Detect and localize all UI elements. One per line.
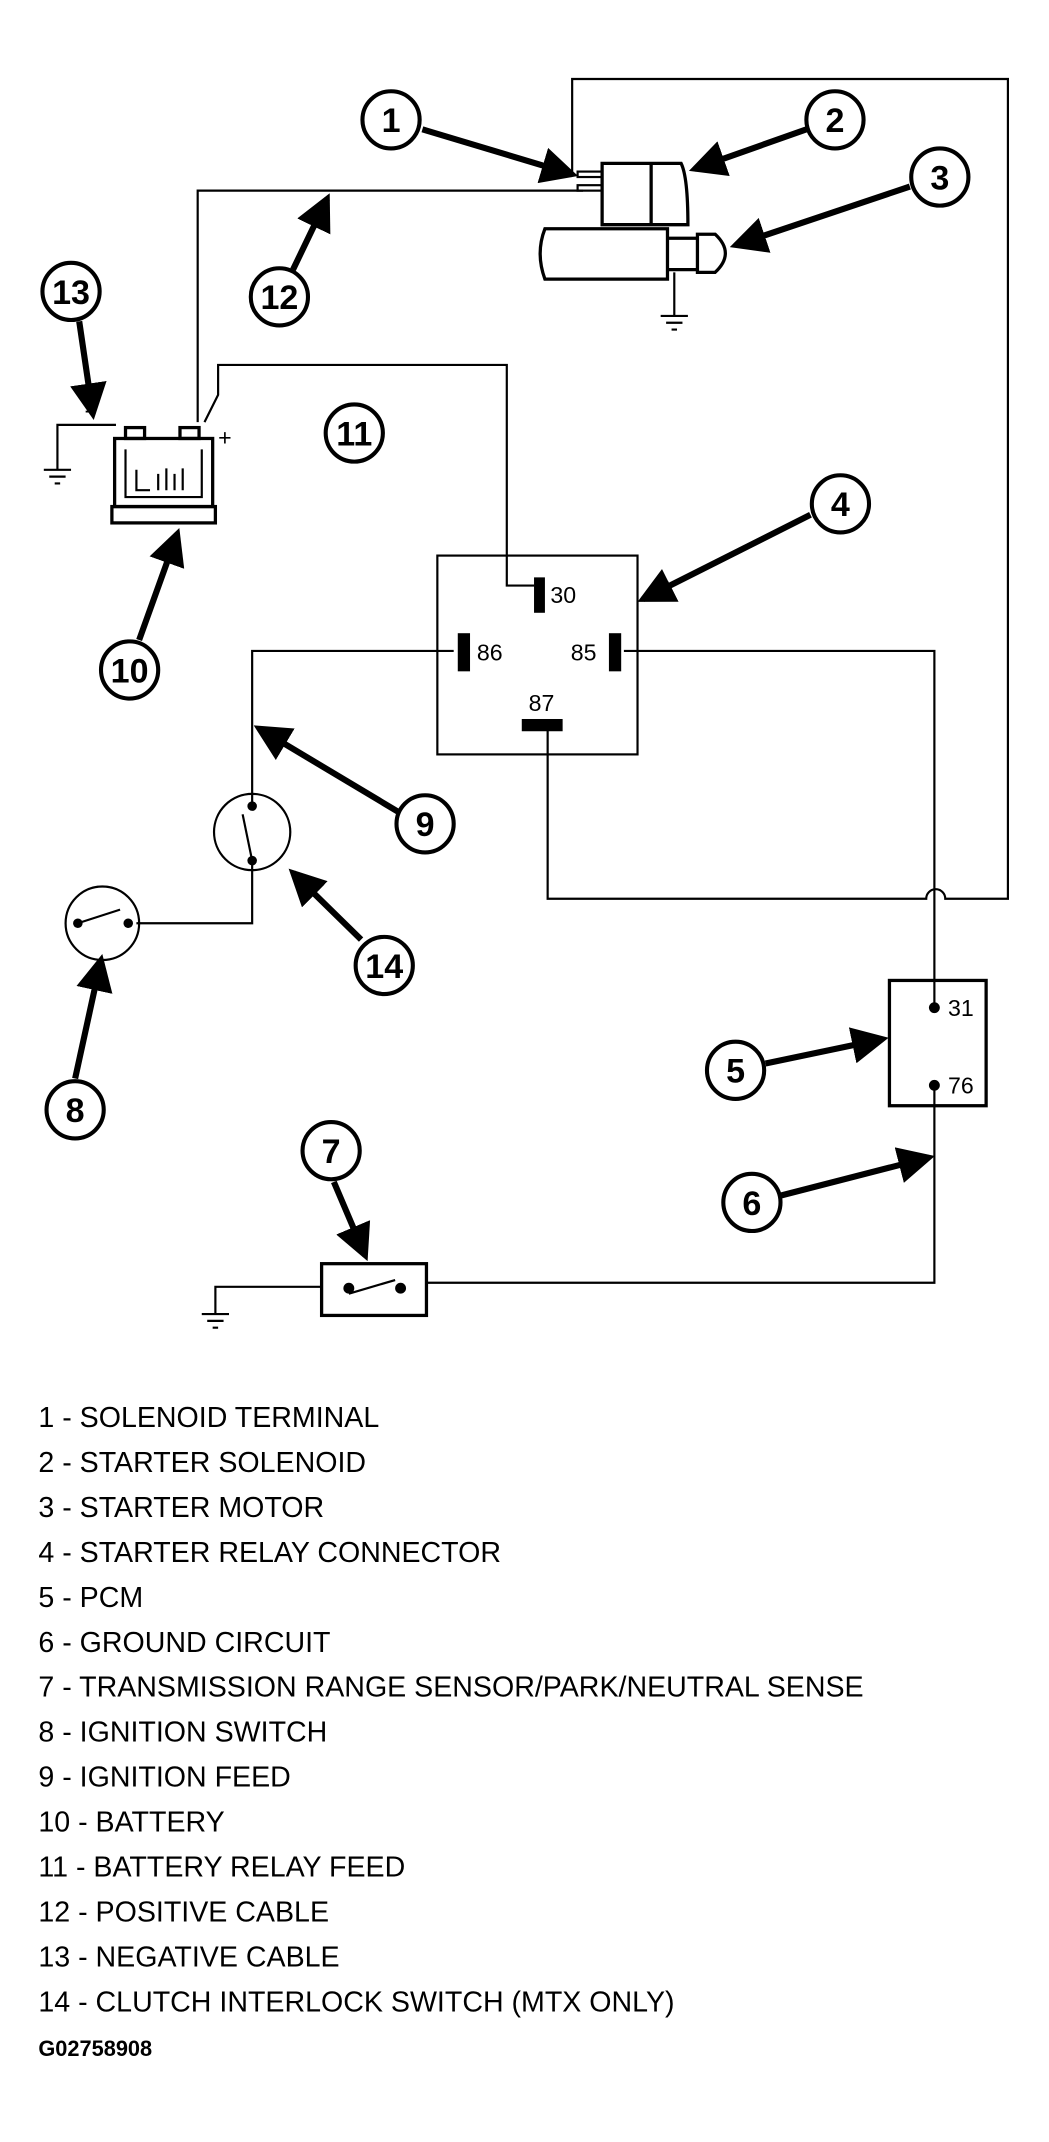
- ground-icon: [43, 468, 72, 485]
- callout-arrow-10: [136, 528, 185, 642]
- legend-item: 11 - BATTERY RELAY FEED: [38, 1851, 405, 1883]
- legend-item: 13 - NEGATIVE CABLE: [38, 1941, 339, 1973]
- callout-circle-11: [323, 402, 385, 464]
- legend-item: 3 - STARTER MOTOR: [38, 1492, 324, 1524]
- callout-circle-7: [300, 1120, 362, 1182]
- starter-assembly: [538, 161, 727, 281]
- callout-number: 10: [111, 652, 149, 690]
- battery-positive-label: +: [218, 424, 232, 450]
- legend-item: 2 - STARTER SOLENOID: [38, 1447, 366, 1479]
- callout-number: 7: [322, 1133, 341, 1171]
- callout-arrow-2: [688, 126, 808, 176]
- wires: [56, 77, 1010, 1315]
- ignition-switch: [64, 885, 141, 962]
- callout-number: 3: [930, 159, 949, 197]
- pcm-pin-76-label: 76: [948, 1072, 974, 1098]
- ignition-feed-wire: [251, 649, 454, 804]
- transmission-range-sensor: [319, 1262, 429, 1318]
- negative-cable: [56, 423, 116, 470]
- clutch-interlock-switch: [212, 792, 292, 872]
- relay-87-to-solenoid-wire: [546, 77, 1010, 900]
- callout-arrow-12: [290, 193, 331, 271]
- callout-number: 13: [52, 274, 90, 312]
- callout-number: 4: [831, 486, 850, 524]
- starter-solenoid: [600, 161, 690, 227]
- callout-number: 2: [826, 102, 845, 140]
- legend-item: 9 - IGNITION FEED: [38, 1762, 290, 1794]
- callout-circle-14: [353, 934, 415, 997]
- ground-icon: [660, 314, 688, 331]
- legend-item: 7 - TRANSMISSION RANGE SENSOR/PARK/NEUTR…: [38, 1672, 863, 1704]
- callout-number: 12: [260, 279, 298, 317]
- ground-icon: [201, 1312, 230, 1329]
- pcm: 31 76: [887, 978, 988, 1108]
- relay-pin-87-label: 87: [529, 690, 555, 716]
- callout-circle-12: [248, 266, 311, 328]
- legend-item: 14 - CLUTCH INTERLOCK SWITCH (MTX ONLY): [38, 1986, 674, 2018]
- callout-arrow-9: [253, 725, 400, 815]
- callout-arrow-1: [421, 126, 579, 184]
- clutch-to-ignition-wire: [136, 860, 254, 925]
- callout-number: 14: [365, 948, 403, 986]
- callout-number: 6: [742, 1185, 761, 1223]
- trs-ground-wire: [214, 1285, 322, 1315]
- legend: 1 - SOLENOID TERMINAL 2 - STARTER SOLENOI…: [38, 1402, 863, 2018]
- relay-pin-85: [608, 633, 622, 672]
- callout-circle-4: [809, 473, 872, 535]
- callout-arrow-8: [72, 954, 113, 1080]
- callout-circle-13: [40, 260, 102, 323]
- callout-arrow-13: [70, 320, 107, 421]
- relay-pin-86: [457, 633, 471, 672]
- callout-circle-5: [704, 1039, 767, 1101]
- battery: - +: [85, 397, 232, 525]
- relay-pin-30-label: 30: [550, 582, 576, 608]
- callout-number: 8: [66, 1092, 85, 1130]
- legend-item: 10 - BATTERY: [38, 1807, 224, 1839]
- callout-circle-6: [721, 1171, 783, 1234]
- solenoid-terminal: [576, 170, 604, 179]
- positive-cable: [196, 189, 584, 423]
- callout-circle-2: [804, 89, 866, 151]
- relay-pin-87: [521, 718, 563, 732]
- ground-symbols: [43, 314, 688, 1329]
- callout-circle-8: [44, 1079, 106, 1141]
- callout-number: 5: [726, 1053, 745, 1091]
- relay-pin-30: [534, 577, 545, 613]
- callout-number: 9: [416, 806, 435, 844]
- ground-circuit-wire: [426, 1085, 936, 1284]
- relay-85-to-pcm-wire: [623, 649, 936, 1008]
- callout-circle-3: [909, 146, 971, 208]
- legend-item: 4 - STARTER RELAY CONNECTOR: [38, 1537, 501, 1569]
- callout-arrow-3: [729, 183, 911, 253]
- legend-item: 12 - POSITIVE CABLE: [38, 1896, 329, 1928]
- legend-item: 1 - SOLENOID TERMINAL: [38, 1402, 379, 1434]
- figure-id: G02758908: [38, 2036, 152, 2061]
- callout-arrow-4: [637, 511, 812, 602]
- starter-motor: [538, 227, 670, 281]
- legend-item: 8 - IGNITION SWITCH: [38, 1717, 327, 1749]
- callout-number: 1: [382, 102, 401, 140]
- callout-arrows: [70, 126, 935, 1262]
- solenoid-terminal: [576, 184, 604, 192]
- legend-item: 6 - GROUND CIRCUIT: [38, 1627, 330, 1659]
- callout-circle-1: [360, 89, 422, 151]
- callout-circle-9: [394, 793, 456, 855]
- battery-relay-feed-wire: [203, 363, 535, 587]
- starter-motor-nose: [667, 232, 727, 274]
- callout-arrow-6: [779, 1147, 935, 1199]
- callout-arrow-5: [764, 1027, 889, 1067]
- pcm-pin-31-label: 31: [948, 995, 974, 1021]
- callout-number: 11: [336, 415, 372, 453]
- callout-arrow-7: [331, 1180, 371, 1262]
- starter-relay: 30 86 85 87: [436, 554, 639, 756]
- relay-pin-85-label: 85: [571, 639, 597, 665]
- legend-item: 5 - PCM: [38, 1582, 143, 1614]
- callout-circle-10: [98, 639, 161, 701]
- callout-arrow-14: [288, 868, 364, 942]
- relay-pin-86-label: 86: [477, 639, 503, 665]
